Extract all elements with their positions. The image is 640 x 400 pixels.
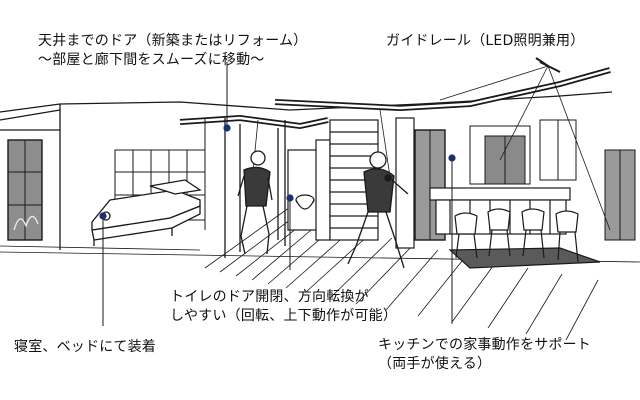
label-bedroom: 寝室、ベッドにて装着	[14, 338, 156, 357]
label-guide-rail: ガイドレール（LED照明兼用）	[386, 32, 584, 51]
marker-ceiling-door	[223, 124, 230, 131]
label-ceiling-door: 天井までのドア（新築またはリフォーム） ～部屋と廊下間をスムーズに移動～	[38, 32, 307, 70]
bedroom-window	[8, 140, 42, 240]
dining-set	[450, 209, 600, 268]
marker-kitchen	[448, 154, 455, 161]
marker-toilet-door	[286, 194, 293, 201]
label-kitchen: キッチンでの家事動作をサポート （両手が使える）	[378, 336, 591, 374]
person-bedroom-doorway	[238, 151, 272, 254]
label-toilet-door: トイレのドア開閉、方向転換が しやすい（回転、上下動作が可能）	[170, 288, 397, 326]
bed	[92, 180, 200, 246]
marker-bedroom	[99, 212, 106, 219]
toilet-room	[288, 140, 330, 240]
